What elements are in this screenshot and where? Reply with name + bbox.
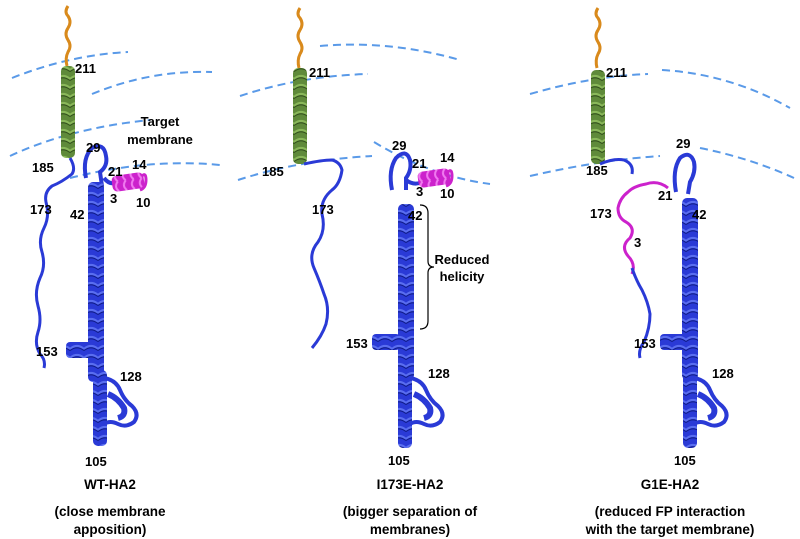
res-label-173: 173	[30, 202, 52, 217]
res-label-3: 3	[634, 235, 641, 250]
loop-185-153	[34, 157, 76, 369]
panel-wt-ha2: 211 185 29 21 14 3 10 173 42 153 128 105…	[9, 5, 221, 469]
target-membrane-label-line2: membrane	[127, 132, 193, 147]
cytoplasmic-tail	[64, 5, 72, 67]
viral-membrane-right	[319, 43, 461, 61]
loop-to-153	[630, 267, 652, 359]
res-label-128: 128	[428, 366, 450, 381]
loop-128	[102, 376, 139, 428]
central-helix	[398, 204, 414, 380]
res-label-211: 211	[75, 61, 96, 76]
res-label-153: 153	[346, 336, 368, 351]
helix-lower	[398, 370, 412, 448]
res-label-3: 3	[110, 191, 117, 206]
fusion-peptide-extended	[616, 181, 669, 275]
viral-membrane-left	[11, 51, 129, 79]
res-label-105: 105	[674, 453, 696, 468]
res-label-10: 10	[440, 186, 454, 201]
res-label-211: 211	[309, 65, 330, 80]
fusion-peptide-tail	[139, 173, 148, 192]
res-label-29: 29	[392, 138, 406, 153]
res-label-42: 42	[408, 208, 422, 223]
loop-185-153	[303, 158, 344, 349]
res-label-42: 42	[70, 207, 84, 222]
central-helix	[682, 198, 698, 380]
res-label-185: 185	[586, 163, 608, 178]
transmembrane-helix	[293, 68, 307, 164]
res-label-14: 14	[132, 157, 147, 172]
res-label-153: 153	[36, 344, 58, 359]
viral-membrane-left	[239, 73, 369, 97]
caption-line2: (bigger separation of	[342, 504, 478, 519]
res-label-21: 21	[108, 164, 122, 179]
res-label-173: 173	[312, 202, 334, 217]
viral-membrane-right	[91, 70, 213, 95]
helix-153	[66, 342, 92, 358]
res-label-128: 128	[712, 366, 734, 381]
target-membrane-upper	[237, 155, 373, 181]
helix-153	[372, 334, 400, 350]
res-label-29: 29	[676, 136, 690, 151]
panel-i173e-ha2: Reduced helicity 211 185 29 21 14 3 10 1…	[237, 7, 491, 468]
transmembrane-helix	[61, 66, 75, 158]
res-label-21: 21	[412, 156, 426, 171]
loop-128	[408, 376, 445, 428]
fusion-peptide-helix	[417, 168, 451, 188]
cytoplasmic-tail	[594, 7, 602, 69]
res-label-10: 10	[136, 195, 150, 210]
target-membrane-lower	[69, 162, 221, 179]
target-membrane-label-line1: Target	[141, 114, 180, 129]
reduced-helicity-label-line2: helicity	[440, 269, 486, 284]
helix-128-small	[696, 391, 718, 421]
helix-lower	[683, 370, 697, 448]
res-label-21: 21	[658, 188, 672, 203]
caption-g1e-ha2: G1E-HA2 (reduced FP interaction with the…	[540, 476, 800, 539]
caption-line3: membranes)	[369, 522, 451, 537]
caption-line2: (reduced FP interaction	[594, 504, 746, 519]
transmembrane-helix	[591, 70, 605, 164]
res-label-128: 128	[120, 369, 142, 384]
res-label-29: 29	[86, 140, 100, 155]
res-label-42: 42	[692, 207, 706, 222]
target-membrane-lower	[699, 147, 795, 179]
res-label-211: 211	[606, 65, 627, 80]
caption-i173e-ha2: I173E-HA2 (bigger separation of membrane…	[280, 476, 540, 539]
res-label-105: 105	[388, 453, 410, 468]
caption-title: I173E-HA2	[376, 477, 444, 492]
res-label-185: 185	[32, 160, 54, 175]
loop-185-fp	[599, 158, 634, 175]
reduced-helicity-label-line1: Reduced	[435, 252, 490, 267]
target-membrane-upper	[9, 119, 151, 157]
panel-g1e-ha2: 211 185 29 21 173 42 3 153 128 105	[529, 7, 795, 468]
caption-line2: (close membrane	[54, 504, 166, 519]
caption-line3: with the target membrane)	[585, 522, 755, 537]
res-label-105: 105	[85, 454, 107, 469]
helix-128-small	[106, 391, 128, 421]
res-label-14: 14	[440, 150, 455, 165]
caption-wt-ha2: WT-HA2 (close membrane apposition)	[0, 476, 240, 539]
helix-153	[660, 334, 686, 350]
res-label-3: 3	[416, 184, 423, 199]
fusion-peptide-tail	[445, 169, 454, 188]
caption-title: WT-HA2	[84, 477, 136, 492]
fusion-peptide-helix	[111, 172, 145, 192]
res-label-173: 173	[590, 206, 612, 221]
caption-line3: apposition)	[73, 522, 147, 537]
helix-lower	[93, 370, 107, 446]
res-label-185: 185	[262, 164, 284, 179]
caption-title: G1E-HA2	[640, 477, 700, 492]
loop-128	[692, 376, 729, 428]
central-helix	[88, 182, 104, 382]
viral-membrane-right	[661, 69, 791, 109]
target-membrane-lower	[373, 141, 491, 185]
viral-membrane-left	[529, 73, 649, 95]
cytoplasmic-tail	[296, 7, 304, 69]
res-label-153: 153	[634, 336, 656, 351]
loop-29	[82, 144, 109, 187]
helix-128-small	[412, 391, 434, 421]
reduced-helicity-bracket	[419, 204, 435, 330]
loop-29	[388, 151, 413, 191]
loop-29	[672, 152, 697, 195]
